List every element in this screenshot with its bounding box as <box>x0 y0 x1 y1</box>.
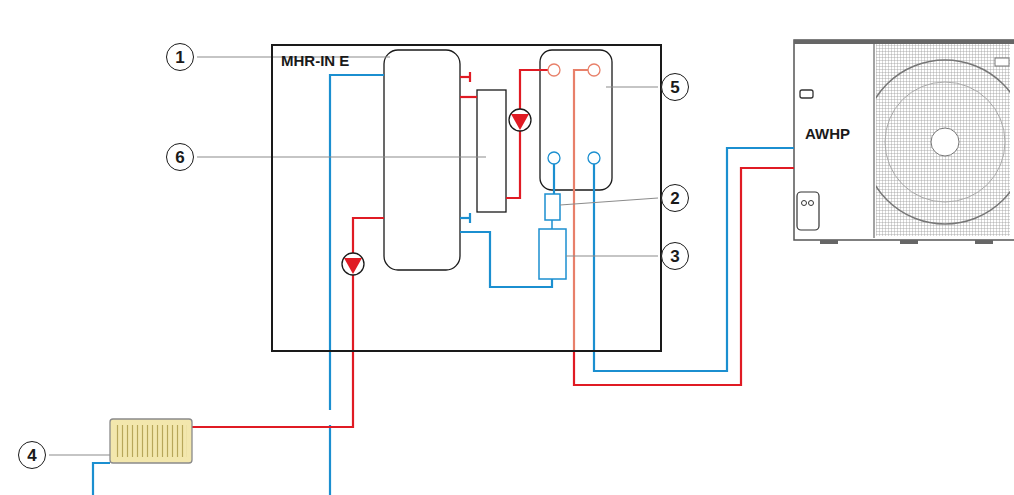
water-pipe <box>594 148 794 371</box>
storage-tank <box>384 50 460 270</box>
unit-label: AWHP <box>803 125 852 142</box>
leader-line <box>49 57 658 455</box>
callout-number: 1 <box>175 49 184 66</box>
callout-number: 2 <box>661 184 689 212</box>
plate-heat-exchanger <box>477 90 506 212</box>
callout-number: 4 <box>27 447 36 464</box>
callout-number: 5 <box>670 79 679 96</box>
callout-number: 4 <box>18 441 46 469</box>
radiator <box>110 419 192 463</box>
water-pipe <box>574 168 794 385</box>
circulation-pump <box>342 109 531 275</box>
pipework <box>93 70 594 495</box>
outdoor-unit <box>794 40 1014 244</box>
callout-number: 6 <box>175 149 184 166</box>
callout-number: 3 <box>661 242 689 270</box>
unit-label: MHR-IN E <box>281 52 349 69</box>
outdoor-unit: AWHP <box>794 40 1014 240</box>
callout-number: 1 <box>166 43 194 71</box>
expansion-vessel <box>539 229 566 279</box>
ports <box>548 64 600 164</box>
device-housing: MHR-IN E <box>271 44 662 352</box>
callout-number: 6 <box>166 143 194 171</box>
callout-number: 5 <box>661 73 689 101</box>
callout-number: 3 <box>670 248 679 265</box>
callout-number: 2 <box>670 190 679 207</box>
flow-sensor <box>545 194 560 220</box>
